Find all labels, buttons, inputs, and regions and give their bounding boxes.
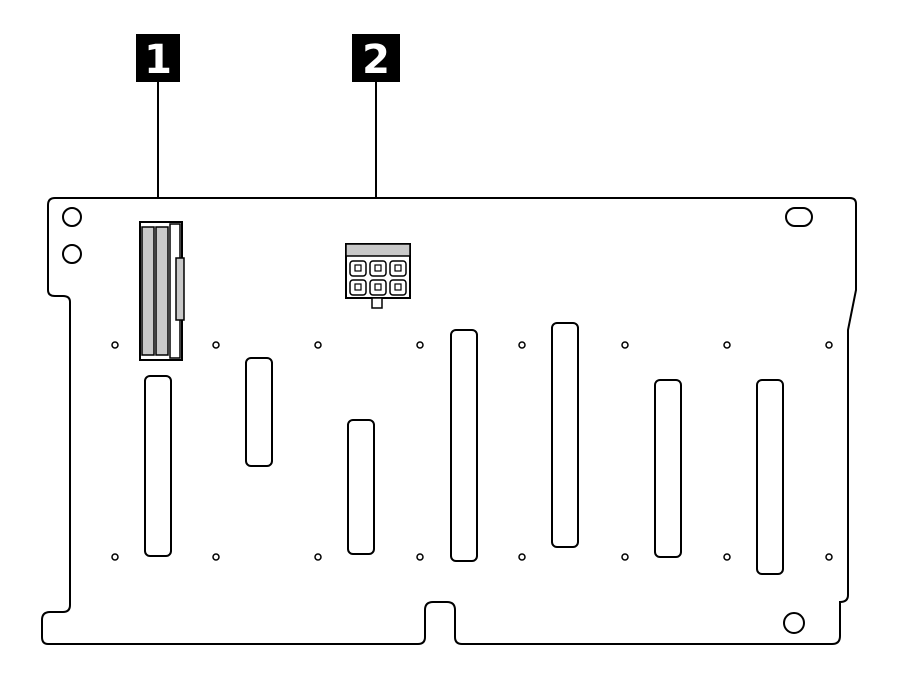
airflow-slot	[654, 379, 682, 558]
callout-2-box	[352, 34, 400, 82]
callout-1-box	[136, 34, 180, 82]
airflow-slot	[756, 379, 784, 575]
callout-2-label: 2	[362, 37, 390, 83]
airflow-slot	[245, 357, 273, 467]
callout-1: 1	[136, 34, 180, 232]
callout-1-label: 1	[144, 37, 172, 83]
top-hole-row	[111, 341, 833, 349]
bottom-hole-row	[111, 553, 833, 561]
mounting-slot-top-right	[785, 207, 813, 227]
airflow-slot	[450, 329, 478, 562]
mounting-hole-top-left-1	[62, 207, 82, 227]
power-connector	[345, 243, 411, 309]
airflow-slots	[144, 322, 784, 575]
mounting-hole-bottom-right	[783, 612, 805, 634]
mounting-hole-top-left-2	[62, 244, 82, 264]
backplane-board-outline	[41, 197, 857, 645]
airflow-slot	[551, 322, 579, 548]
signal-connector	[139, 221, 185, 361]
airflow-slot	[144, 375, 172, 557]
airflow-slot	[347, 419, 375, 555]
